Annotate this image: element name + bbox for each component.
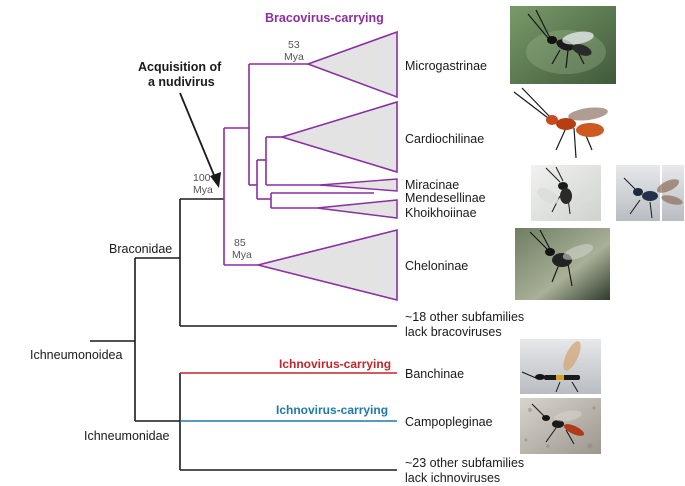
photo-cheloninae (515, 228, 610, 300)
age-85-unit: Mya (232, 249, 252, 261)
annotation-line-2: a nudivirus (148, 75, 215, 89)
taxon-microgastrinae: Microgastrinae (405, 59, 487, 73)
photo-cardiochilinae (510, 86, 616, 164)
taxon-miracinae: Miracinae (405, 178, 459, 192)
taxon-banchinae: Banchinae (405, 367, 464, 381)
taxon-khoikhoiinae: Khoikhoiinae (405, 206, 477, 220)
root-label: Ichneumonoidea (30, 348, 122, 362)
bracovirus-carrying-header: Bracovirus-carrying (265, 11, 384, 25)
khoikhoiinae-clade-triangle (316, 199, 398, 219)
photo-mendesellinae (616, 165, 684, 221)
age-100-unit: Mya (193, 184, 213, 196)
age-85-value: 85 (234, 237, 246, 249)
taxon-cheloninae: Cheloninae (405, 259, 468, 273)
braconidae-label: Braconidae (109, 242, 172, 256)
taxon-mendesellinae: Mendesellinae (405, 191, 486, 205)
miracinae-clade-triangle (319, 178, 398, 192)
ichneumonoidea-backbone (90, 198, 397, 471)
cheloninae-clade-triangle (257, 228, 398, 302)
taxon-other-ichneumonid-line2: lack ichnoviruses (405, 471, 500, 485)
taxon-other-ichneumonid-line1: ~23 other subfamilies (405, 456, 524, 470)
photo-miracinae (531, 165, 601, 221)
ichneumonidae-label: Ichneumonidae (84, 429, 170, 443)
banchinae-branch-label: Ichnovirus-carrying (279, 357, 391, 371)
taxon-other-braconid-line1: ~18 other subfamilies (405, 310, 524, 324)
annotation-line-1: Acquisition of (138, 60, 222, 74)
photo-microgastrinae (510, 6, 616, 84)
age-100-value: 100 (193, 172, 211, 184)
taxon-cardiochilinae: Cardiochilinae (405, 132, 484, 146)
taxon-other-braconid-line2: lack bracoviruses (405, 325, 502, 339)
bracovirus-clade-branches (223, 63, 397, 266)
annotation-arrow (179, 92, 221, 188)
campopleginae-branch-label: Ichnovirus-carrying (276, 403, 388, 417)
photo-campopleginae (520, 398, 601, 454)
microgastrinae-clade-triangle (305, 30, 398, 99)
taxon-campopleginae: Campopleginae (405, 415, 493, 429)
photo-banchinae (520, 339, 601, 394)
age-53-unit: Mya (284, 51, 304, 63)
age-53-value: 53 (288, 39, 300, 51)
cardiochilinae-clade-triangle (279, 100, 398, 174)
